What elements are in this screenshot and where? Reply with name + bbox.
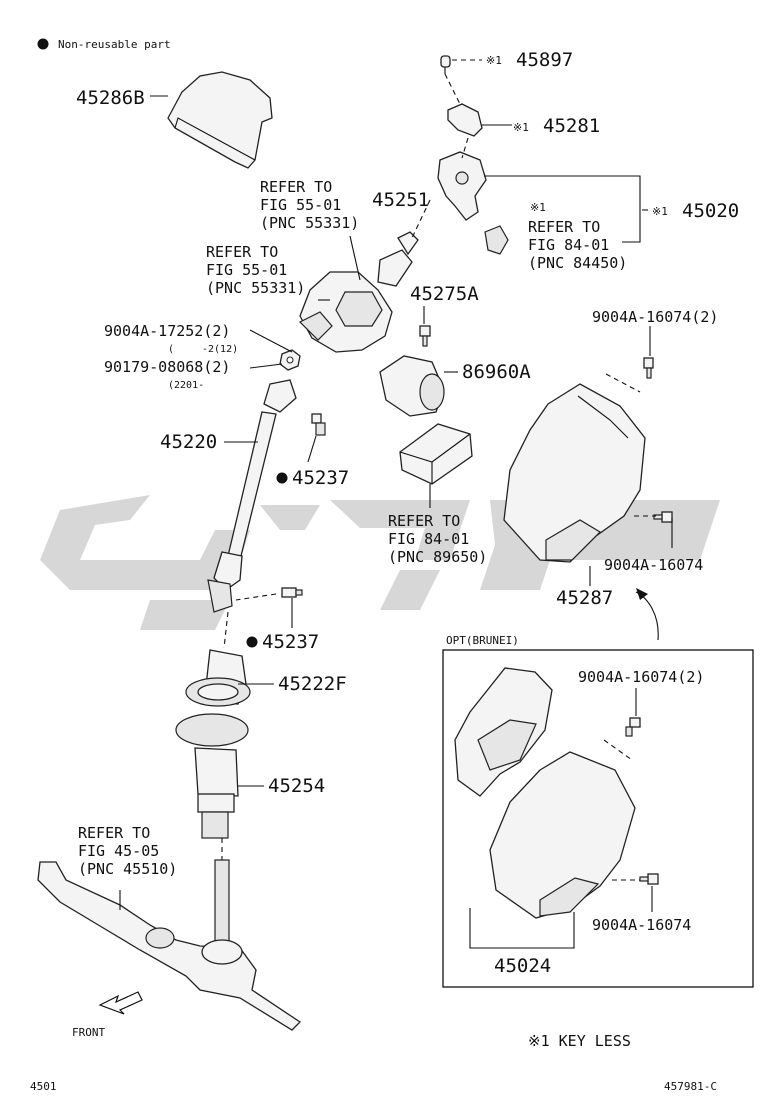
part-45024-upper-shape [454,667,553,797]
ref-fig84-keyless-line3: (PNC 84450) [528,254,627,272]
label-45254: 45254 [268,775,325,797]
screw-top-shape [643,357,654,379]
ref-fig55-a-line3: (PNC 55331) [260,214,359,232]
part-45222f-shape [185,649,251,707]
label-bolt-9004a-17252-sub: -2(12) [202,344,238,355]
non-reusable-dot-icon-45237b [246,636,258,648]
non-reusable-dot-icon [37,38,49,50]
part-steering-rack-shape [37,859,302,1031]
keyless-mark-45020: ※1 [652,205,668,218]
front-label: FRONT [72,1026,105,1039]
part-45286b-shape [167,71,273,169]
ref-fig84-keyless-line2: FIG 84-01 [528,236,609,254]
part-45897-shape [440,55,451,74]
label-45287: 45287 [556,587,613,609]
label-nut-90179-08068: 90179-08068(2) [104,358,230,376]
label-45024: 45024 [494,955,551,977]
keyless-mark-45897: ※1 [486,54,502,67]
label-screw-9004a-16074-mid: 9004A-16074 [604,556,703,574]
label-45281: 45281 [543,115,600,137]
label-screw-9004a-16074-top: 9004A-16074(2) [592,308,718,326]
non-reusable-dot-icon-45237a [276,472,288,484]
part-45237-bolt-lower-shape [281,587,303,598]
footer-right-code: 457981-C [664,1080,717,1093]
label-45897: 45897 [516,49,573,71]
ref-fig45-line2: FIG 45-05 [78,842,159,860]
arrow-to-opt-curve [635,591,659,641]
label-nut-90179-08068-sub: (2201- [168,380,204,391]
part-45220-shape [207,379,297,613]
keyless-mark-45281: ※1 [513,121,529,134]
label-45237-upper: 45237 [292,467,349,489]
opt-brunei-title: OPT(BRUNEI) [446,634,519,647]
ref-fig45-line3: (PNC 45510) [78,860,177,878]
footer-left-code: 4501 [30,1080,57,1093]
label-screw-opt-bot: 9004A-16074 [592,916,691,934]
legend-non-reusable: Non-reusable part [58,38,171,51]
part-45275a-shape [419,325,431,347]
ref-fig55-a-line2: FIG 55-01 [260,196,341,214]
ref-fig55-a-line1: REFER TO [260,178,332,196]
part-45251-shape [298,231,419,353]
label-bracket-open: ( [168,344,174,355]
keyless-mark-ref84: ※1 [530,201,546,214]
label-screw-opt-top: 9004A-16074(2) [578,668,704,686]
label-45222f: 45222F [278,673,347,695]
part-45287-shape [503,383,646,563]
ref-fig55-b-line2: FIG 55-01 [206,261,287,279]
arrow-to-opt-head-icon [636,588,648,600]
part-bolt-nut-shape [279,349,301,371]
part-45281-shape [447,103,483,137]
label-45237-lower: 45237 [262,631,319,653]
part-45020-shape [437,151,509,255]
ref-fig84-b-line3: (PNC 89650) [388,548,487,566]
label-bolt-9004a-17252: 9004A-17252(2) [104,322,230,340]
label-45286b: 45286B [76,87,145,109]
ref-fig45-line1: REFER TO [78,824,150,842]
screw-opt-bot-shape [639,873,659,885]
ref-fig55-b-line1: REFER TO [206,243,278,261]
ref-fig55-b-line3: (PNC 55331) [206,279,305,297]
opt-brunei-box [442,649,754,988]
screw-mid-shape [653,511,673,523]
part-86960a-shape [379,355,445,417]
ref-fig84-keyless-line1: REFER TO [528,218,600,236]
label-45020: 45020 [682,200,739,222]
label-45251: 45251 [372,189,429,211]
leader-lines [119,59,673,949]
ref-fig84-b-line1: REFER TO [388,512,460,530]
ref-fig84-b-line2: FIG 84-01 [388,530,469,548]
label-45275a: 45275A [410,283,479,305]
part-45237-bolt-upper-shape [311,413,326,436]
part-ecu-module-shape [399,423,473,485]
part-45024-lower-shape [489,751,636,919]
screw-opt-top-shape [625,717,641,737]
part-45254-shape [175,713,249,839]
label-45220: 45220 [160,431,217,453]
keyless-note: ※1 KEY LESS [528,1032,631,1050]
label-86960a: 86960A [462,361,531,383]
front-arrow-icon [98,991,143,1015]
